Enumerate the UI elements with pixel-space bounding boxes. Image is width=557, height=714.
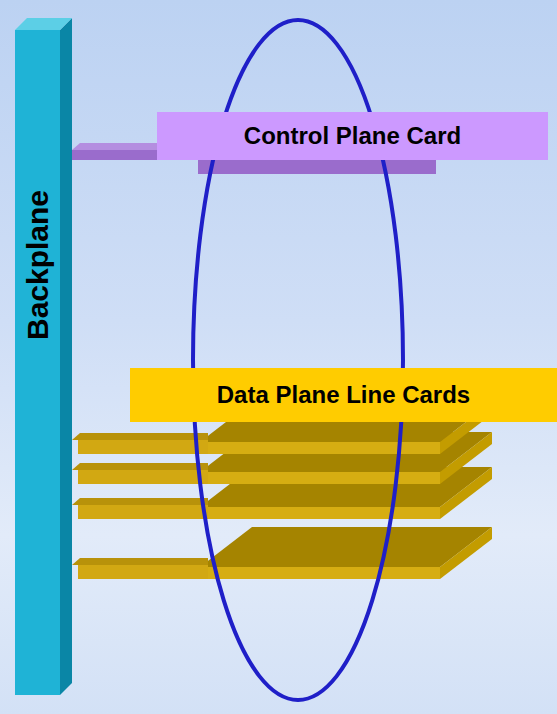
card-side [440, 527, 492, 579]
control-card-top [72, 143, 160, 150]
card-title: Control Plane Card [244, 122, 461, 150]
card-edge-top [72, 433, 208, 440]
line-card [72, 527, 492, 579]
card-edge [78, 505, 208, 519]
control-card-edge [198, 160, 436, 174]
card-edge-top [72, 498, 208, 505]
backplane-top [15, 18, 72, 30]
card-title: Data Plane Line Cards [217, 381, 470, 409]
backplane-side [60, 18, 72, 695]
card-edge [78, 440, 208, 454]
card-edge [78, 565, 208, 579]
card-label: Control Plane Card [157, 112, 548, 160]
card-edge [78, 470, 208, 484]
card-front [200, 442, 440, 454]
card-front [200, 472, 440, 484]
card-front [200, 507, 440, 519]
bar-label: Backplane [21, 190, 55, 340]
control-card-edge [72, 150, 160, 160]
backplane-bar: Backplane [15, 30, 60, 695]
card-label: Data Plane Line Cards [130, 368, 557, 422]
card-front [200, 567, 440, 579]
card-edge-top [72, 558, 208, 565]
line-card [72, 467, 492, 519]
card-edge-top [72, 463, 208, 470]
